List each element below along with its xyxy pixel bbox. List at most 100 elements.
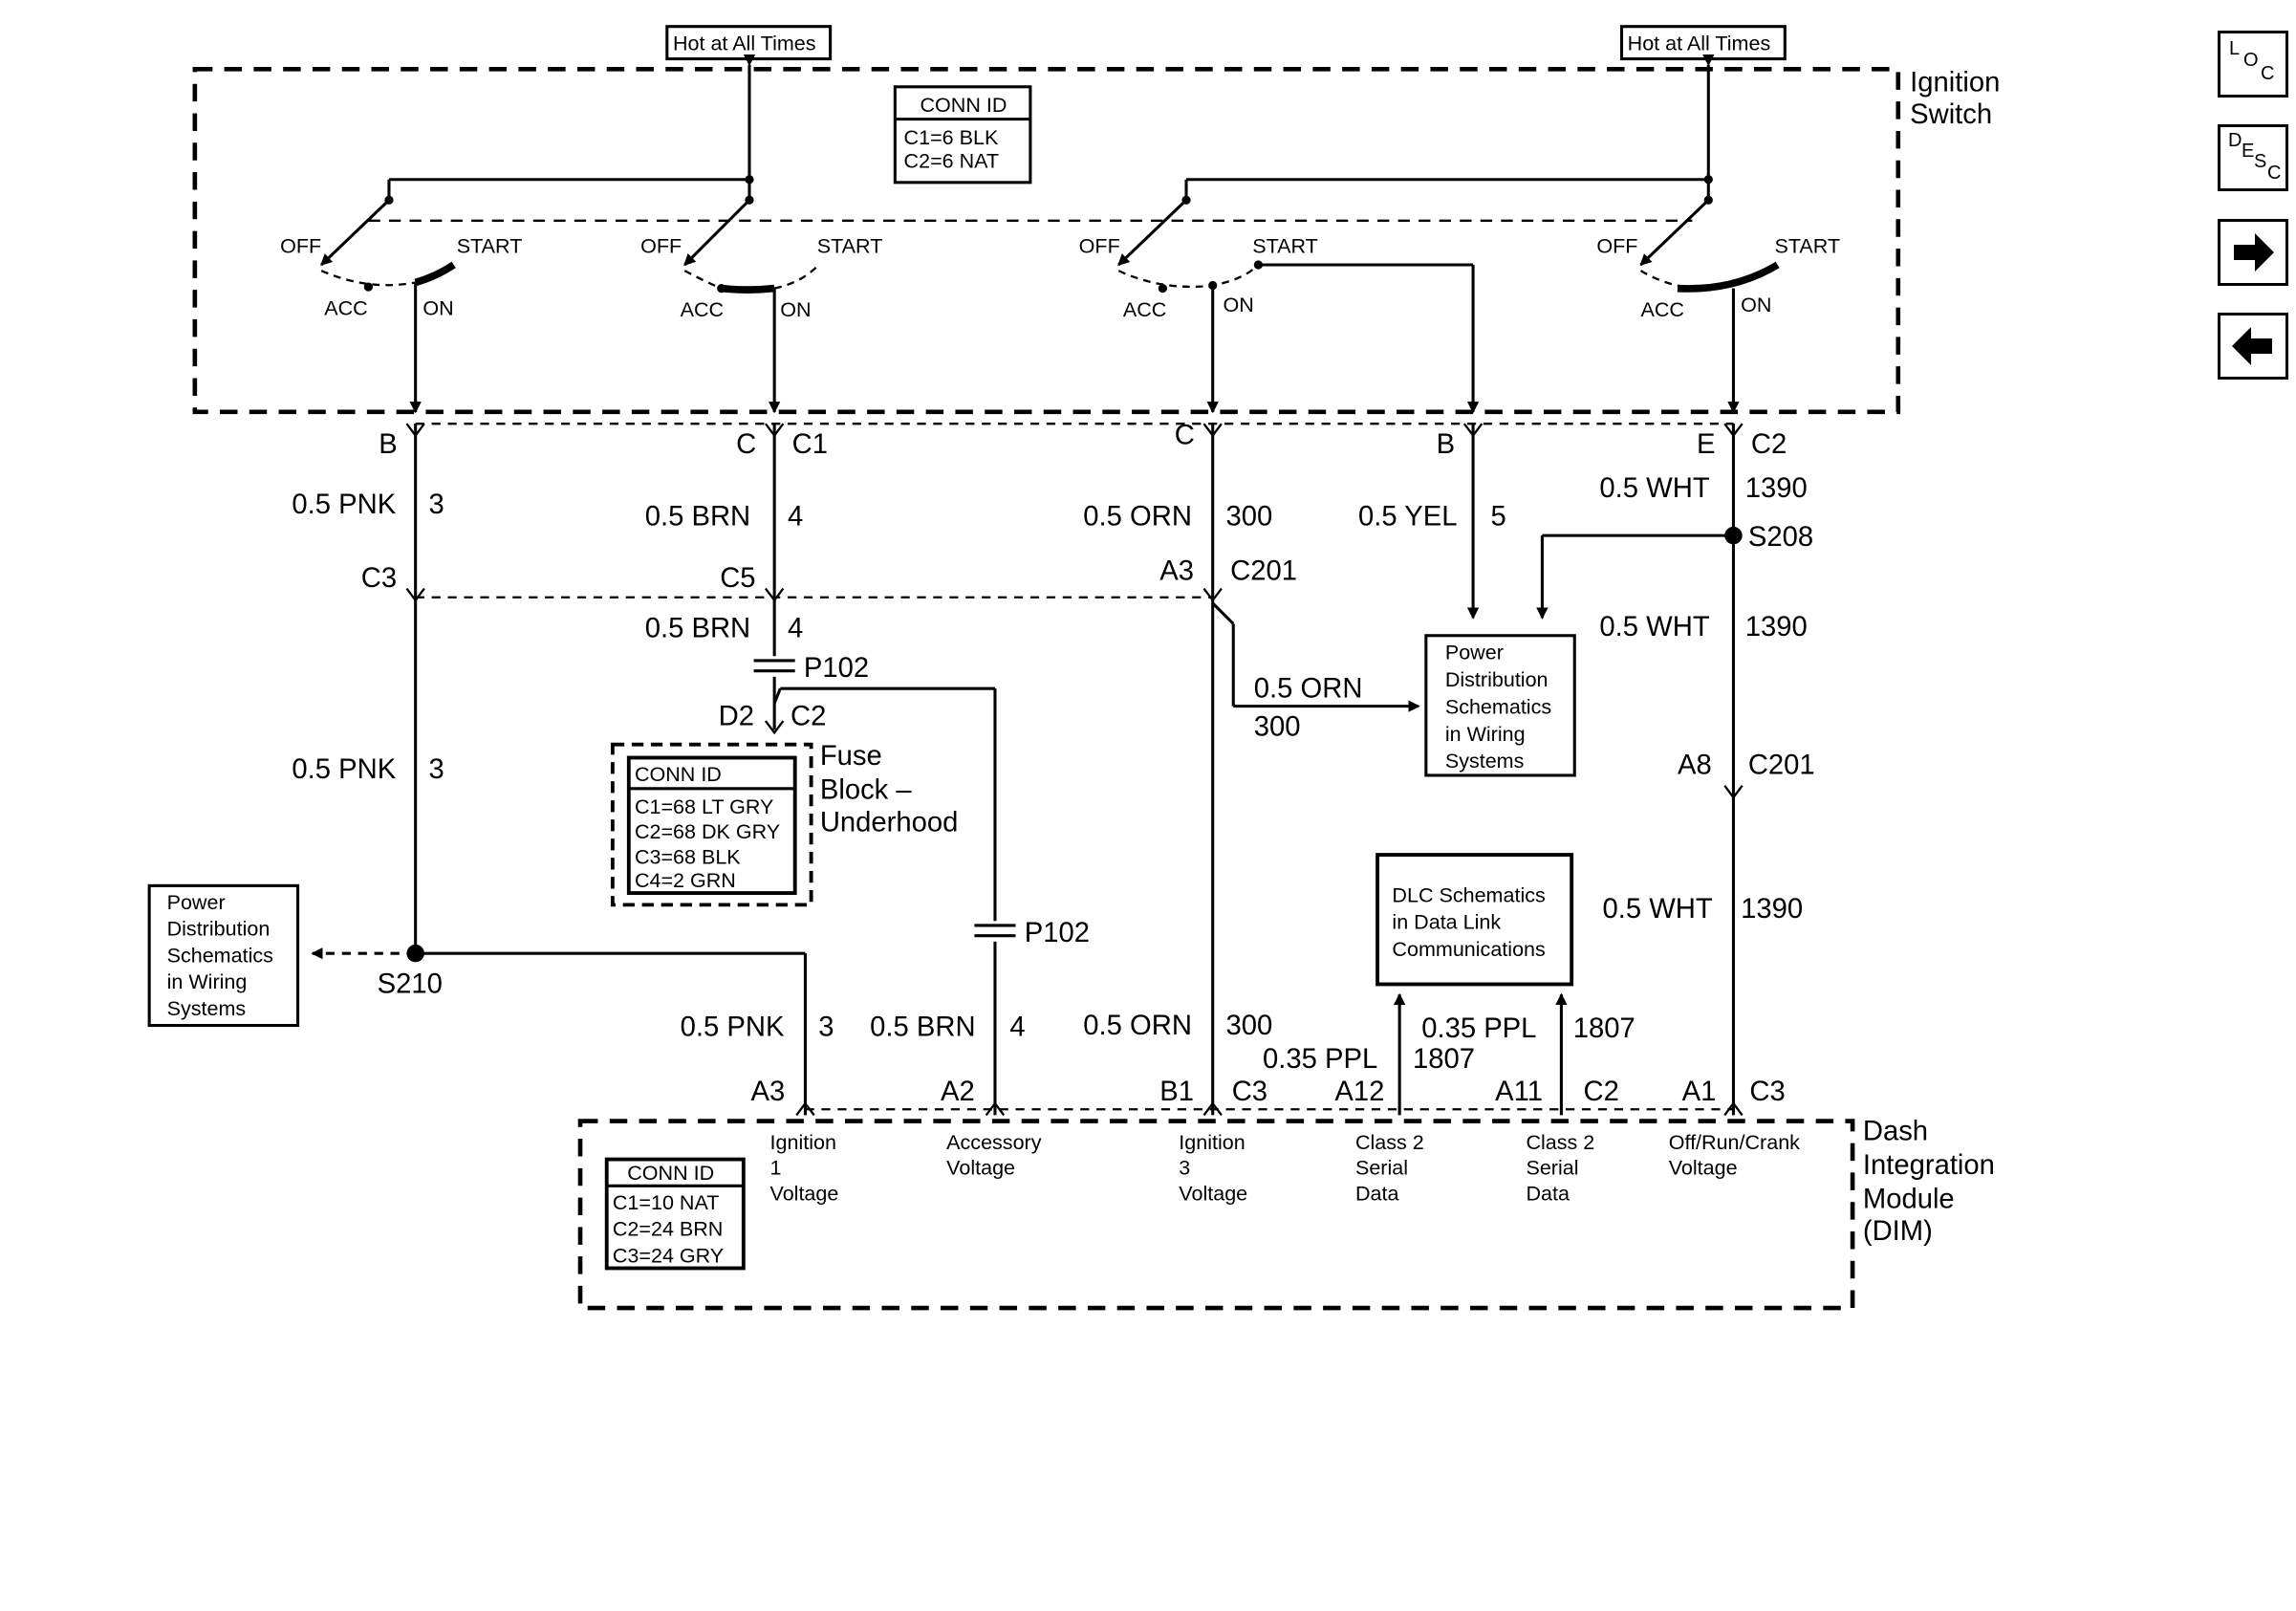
svg-text:(DIM): (DIM) [1863, 1216, 1933, 1247]
svg-text:START: START [1252, 235, 1318, 258]
svg-text:0.5 WHT: 0.5 WHT [1602, 894, 1712, 925]
svg-text:START: START [1775, 235, 1841, 258]
svg-text:1390: 1390 [1745, 612, 1808, 642]
svg-text:3: 3 [818, 1012, 834, 1042]
svg-text:0.5 BRN: 0.5 BRN [870, 1012, 975, 1042]
svg-text:ACC: ACC [324, 296, 367, 319]
dim-label: Dash [1863, 1117, 1928, 1147]
svg-text:CONN ID: CONN ID [627, 1162, 714, 1185]
ignition-switch-label: Ignition [1910, 67, 2000, 98]
svg-text:Block –: Block – [820, 775, 913, 806]
svg-text:C2: C2 [791, 702, 826, 732]
svg-text:0.5 PNK: 0.5 PNK [681, 1012, 785, 1042]
svg-text:B1: B1 [1159, 1077, 1194, 1107]
loc-button[interactable]: L O C [2218, 31, 2288, 98]
left-arrow-icon [2232, 327, 2272, 365]
svg-text:5: 5 [1491, 501, 1506, 532]
svg-text:C: C [1175, 421, 1195, 451]
svg-text:300: 300 [1226, 1011, 1273, 1041]
svg-text:C2=24 BRN: C2=24 BRN [613, 1218, 724, 1241]
svg-text:1390: 1390 [1741, 894, 1803, 925]
svg-text:4: 4 [788, 613, 803, 643]
hot-label-2: Hot at All Times [1628, 32, 1771, 54]
svg-text:ON: ON [422, 296, 453, 319]
svg-text:4: 4 [1009, 1012, 1025, 1042]
svg-text:A11: A11 [1495, 1077, 1543, 1107]
svg-text:C3: C3 [1232, 1077, 1267, 1107]
svg-text:B: B [379, 429, 398, 460]
svg-text:C3=24 GRY: C3=24 GRY [613, 1244, 724, 1267]
svg-text:S208: S208 [1748, 522, 1813, 553]
svg-text:C1=10 NAT: C1=10 NAT [613, 1191, 720, 1214]
svg-text:START: START [457, 235, 523, 258]
right-arrow-icon [2234, 233, 2274, 272]
svg-text:3: 3 [429, 754, 444, 785]
svg-text:OFF: OFF [1079, 235, 1120, 258]
desc-button[interactable]: D E S C [2218, 124, 2288, 191]
svg-text:C4=2 GRN: C4=2 GRN [635, 869, 736, 892]
svg-text:0.35 PPL: 0.35 PPL [1263, 1044, 1377, 1075]
svg-text:C3=68 BLK: C3=68 BLK [635, 845, 741, 868]
svg-text:Module: Module [1863, 1184, 1955, 1214]
svg-text:C2: C2 [1751, 429, 1787, 460]
svg-text:1390: 1390 [1745, 473, 1808, 504]
svg-text:A8: A8 [1678, 750, 1712, 780]
svg-text:ACC: ACC [1123, 298, 1166, 321]
ignition-switch-box [192, 67, 1901, 415]
svg-text:CONN ID: CONN ID [920, 94, 1007, 117]
next-button[interactable] [2218, 219, 2288, 286]
svg-text:ACC: ACC [681, 298, 724, 321]
svg-text:0.5 YEL: 0.5 YEL [1358, 501, 1457, 532]
svg-text:C1=68 LT GRY: C1=68 LT GRY [635, 795, 773, 818]
svg-text:0.5 WHT: 0.5 WHT [1599, 612, 1709, 642]
fuse-block-label: Fuse [820, 741, 882, 772]
svg-text:OFF: OFF [1596, 235, 1637, 258]
svg-text:1807: 1807 [1573, 1013, 1635, 1044]
svg-text:A3: A3 [1159, 555, 1194, 586]
svg-text:E: E [1697, 429, 1716, 460]
svg-text:ON: ON [780, 298, 811, 321]
svg-text:C2=68 DK GRY: C2=68 DK GRY [635, 820, 780, 843]
svg-text:START: START [817, 235, 883, 258]
svg-text:CONN ID: CONN ID [635, 763, 722, 786]
svg-text:B: B [1437, 429, 1456, 460]
svg-text:C1=6 BLK: C1=6 BLK [904, 126, 999, 149]
svg-text:Switch: Switch [1910, 99, 1992, 130]
svg-text:OFF: OFF [640, 235, 682, 258]
svg-text:Underhood: Underhood [820, 807, 959, 838]
svg-text:ON: ON [1741, 294, 1771, 316]
svg-text:0.5 ORN: 0.5 ORN [1254, 673, 1363, 704]
svg-text:OFF: OFF [280, 235, 321, 258]
svg-text:4: 4 [788, 501, 803, 532]
svg-text:0.35 PPL: 0.35 PPL [1421, 1013, 1536, 1044]
svg-text:P102: P102 [1025, 918, 1090, 948]
svg-text:C3: C3 [361, 563, 397, 594]
svg-text:0.5 ORN: 0.5 ORN [1083, 1011, 1192, 1041]
svg-text:A12: A12 [1334, 1077, 1384, 1107]
svg-text:0.5 BRN: 0.5 BRN [645, 501, 750, 532]
svg-text:C3: C3 [1749, 1077, 1785, 1107]
svg-text:3: 3 [429, 490, 444, 520]
hot-label-1: Hot at All Times [673, 32, 816, 54]
svg-text:C: C [736, 429, 756, 460]
svg-text:300: 300 [1254, 711, 1301, 742]
svg-text:C5: C5 [720, 563, 755, 594]
svg-text:ON: ON [1223, 294, 1253, 316]
svg-text:C201: C201 [1230, 555, 1297, 586]
svg-text:A3: A3 [751, 1077, 786, 1107]
svg-text:0.5 PNK: 0.5 PNK [292, 754, 396, 785]
svg-text:0.5 PNK: 0.5 PNK [292, 490, 396, 520]
prev-button[interactable] [2218, 313, 2288, 380]
svg-text:C1: C1 [792, 429, 828, 460]
svg-text:300: 300 [1226, 501, 1273, 532]
svg-text:C2=6 NAT: C2=6 NAT [904, 149, 1000, 172]
svg-text:1807: 1807 [1413, 1044, 1475, 1075]
svg-text:0.5 ORN: 0.5 ORN [1083, 501, 1192, 532]
